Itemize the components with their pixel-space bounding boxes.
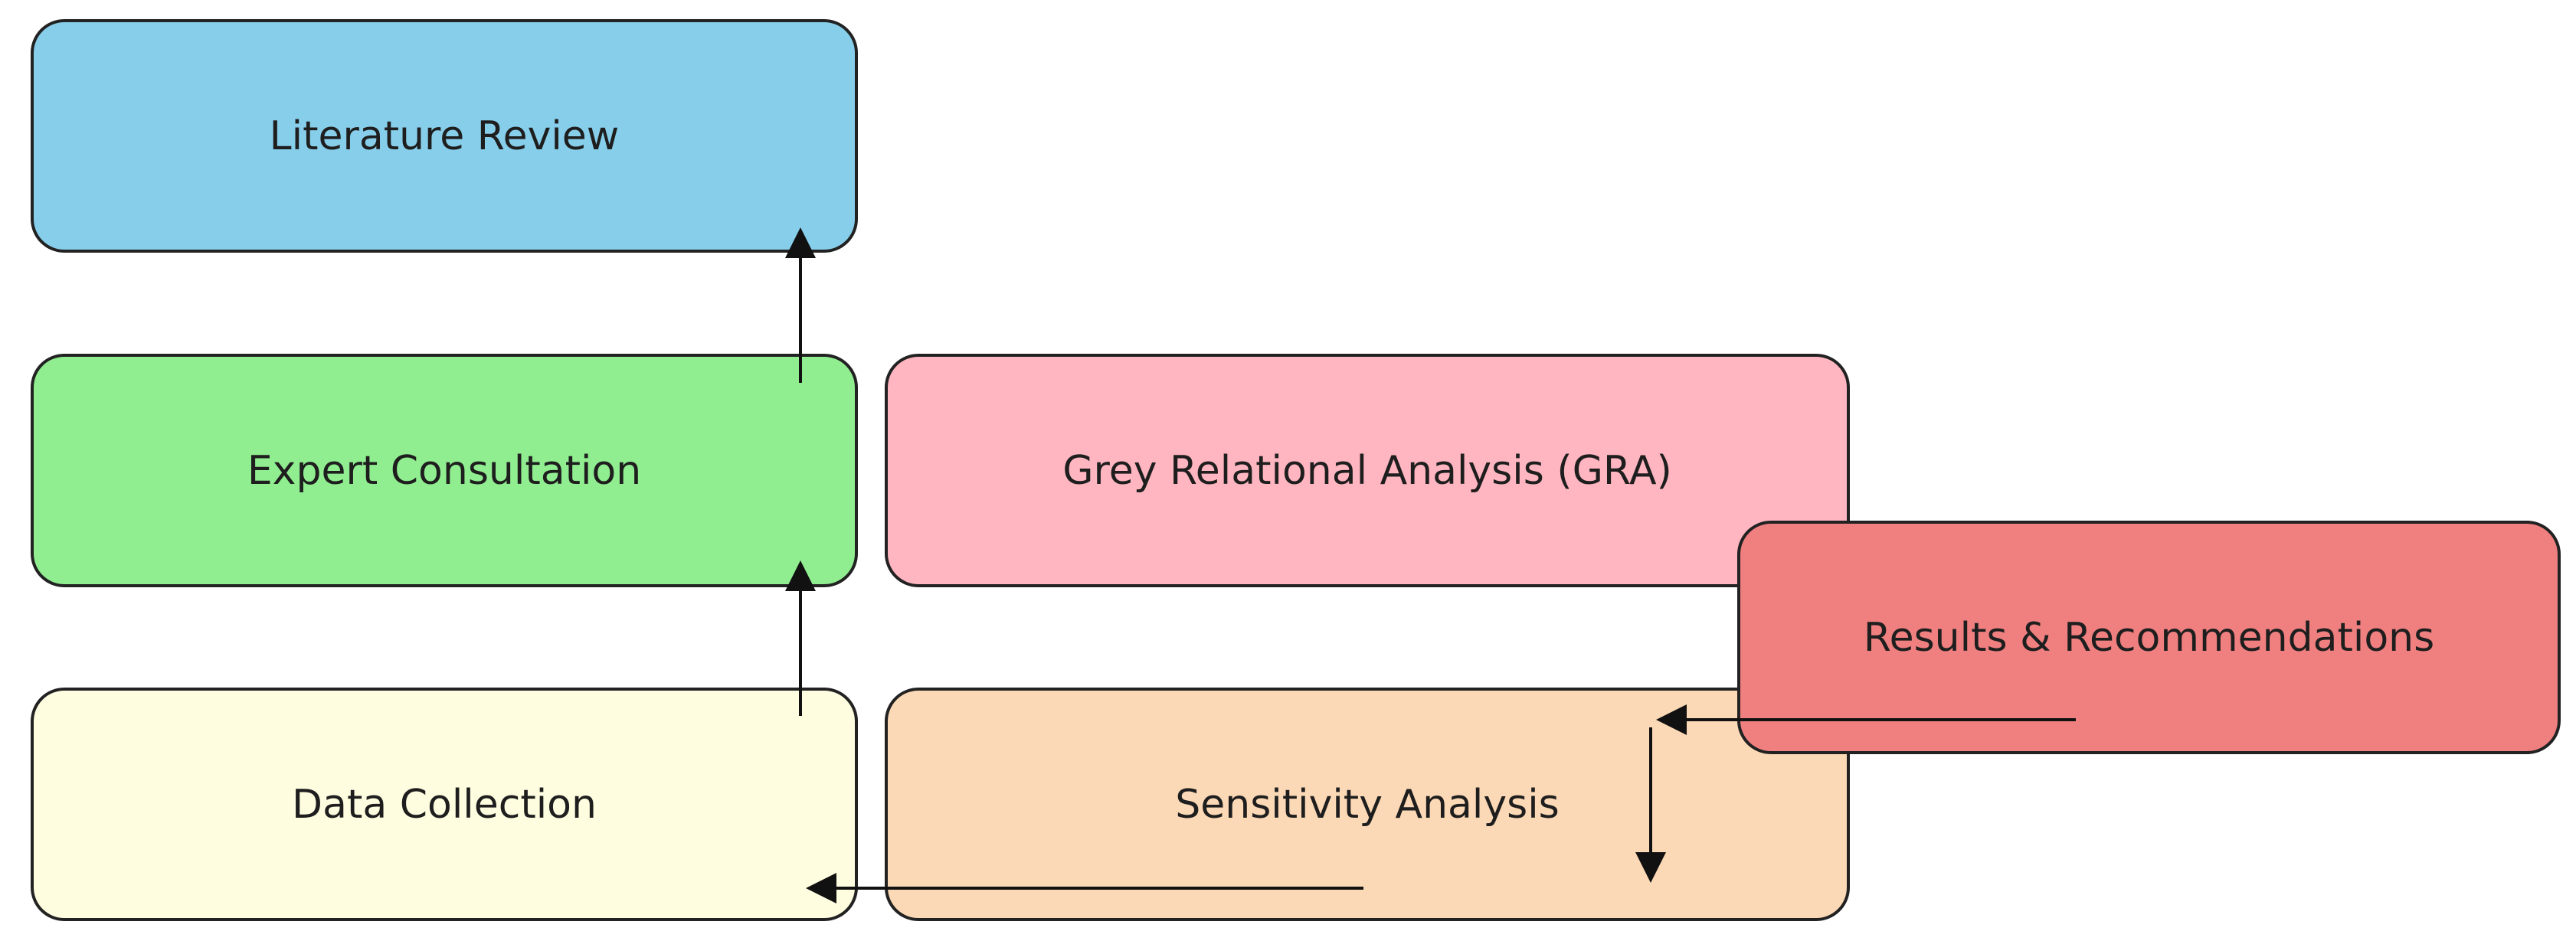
node-sensitivity-analysis-label: Sensitivity Analysis — [1175, 781, 1560, 828]
node-grey-relational-analysis-label: Grey Relational Analysis (GRA) — [1062, 447, 1672, 494]
node-data-collection-label: Data Collection — [292, 781, 597, 828]
node-literature-review-label: Literature Review — [269, 113, 620, 159]
node-grey-relational-analysis: Grey Relational Analysis (GRA) — [885, 354, 1850, 587]
node-sensitivity-analysis: Sensitivity Analysis — [885, 688, 1850, 921]
node-results-recommendations-label: Results & Recommendations — [1863, 614, 2435, 661]
node-literature-review: Literature Review — [31, 19, 858, 253]
node-results-recommendations: Results & Recommendations — [1737, 521, 2561, 754]
node-expert-consultation: Expert Consultation — [31, 354, 858, 587]
node-data-collection: Data Collection — [31, 688, 858, 921]
node-expert-consultation-label: Expert Consultation — [247, 447, 642, 494]
